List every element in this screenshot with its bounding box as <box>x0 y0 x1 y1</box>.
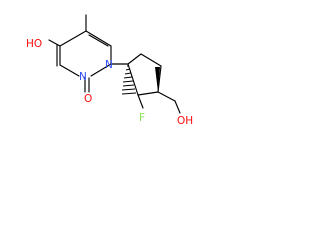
bond <box>48 39 61 47</box>
bond <box>59 30 87 47</box>
fluorine-label: F <box>139 112 145 124</box>
bond <box>137 94 144 109</box>
bond <box>140 53 162 67</box>
bond-group <box>48 14 181 114</box>
bond <box>59 64 80 77</box>
bond <box>174 100 181 114</box>
bond <box>88 34 109 47</box>
bond <box>137 91 159 96</box>
carbonyl-oxygen-label: O <box>84 93 92 105</box>
bond <box>127 53 142 65</box>
bond <box>90 63 112 77</box>
nitrogen-3-label: N <box>79 71 87 83</box>
molecule-canvas: HO N N O F OH <box>0 0 212 145</box>
nitrogen-1-label: N <box>105 59 113 71</box>
ho-label: HO <box>26 38 42 50</box>
hydroxymethyl-oh-label: OH <box>177 115 193 127</box>
bond <box>157 65 162 93</box>
bond <box>85 30 112 47</box>
stereo-hash-group <box>121 65 137 95</box>
structure-diagram: HO N N O F OH <box>26 14 193 127</box>
wedge-bond <box>155 67 160 92</box>
bond <box>157 91 176 102</box>
